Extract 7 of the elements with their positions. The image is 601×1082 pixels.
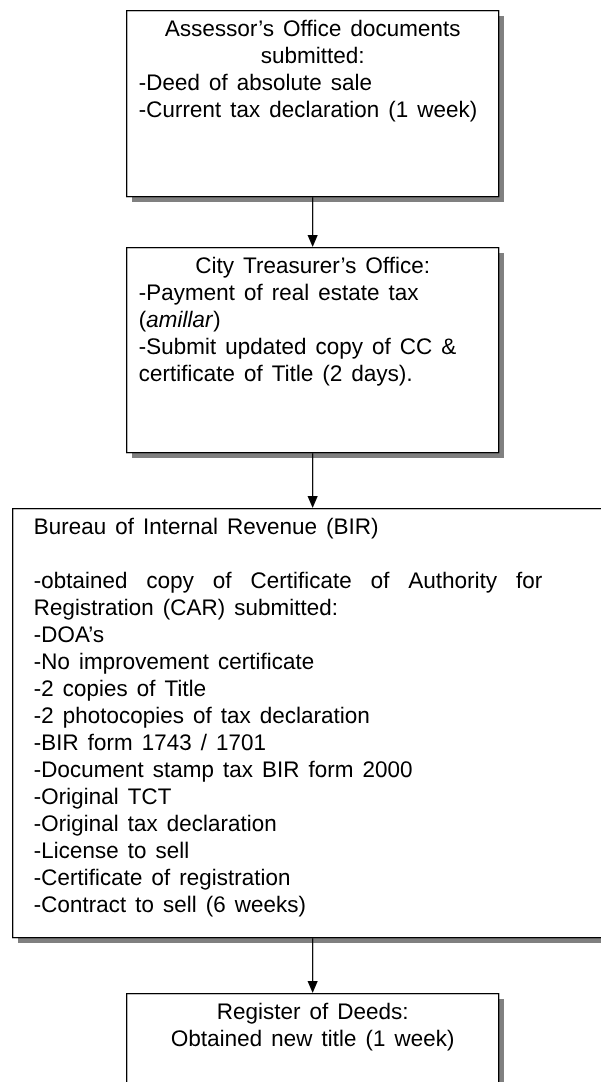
process-box: Bureau of Internal Revenue (BIR) -obtained copy of Certificate of Authority for Registration (CAR) submitted: -DOA’s -No improvement certificate -2 copies of Title -2 photocopies of tax declaration -BIR form 1743 / 1701 -Document stamp tax BIR form 2000 -Original TCT -Original tax declaration -License to sell -Certificate of registration -Contract to sell (6 weeks) bbox=[12, 508, 601, 943]
process-box: Register of Deeds: Obtained new title (1 week) bbox=[126, 993, 504, 1082]
process-box: Assessor’s Office documents submitted: -Deed of absolute sale -Current tax declaration (1 week) bbox=[126, 10, 504, 202]
arrow bbox=[307, 196, 318, 247]
arrow bbox=[307, 452, 318, 508]
process-box: City Treasurer’s Office: -Payment of real estate tax (amillar) -Submit updated copy of CC & certificate of Title (2 days). bbox=[126, 247, 504, 458]
arrow bbox=[307, 937, 318, 993]
